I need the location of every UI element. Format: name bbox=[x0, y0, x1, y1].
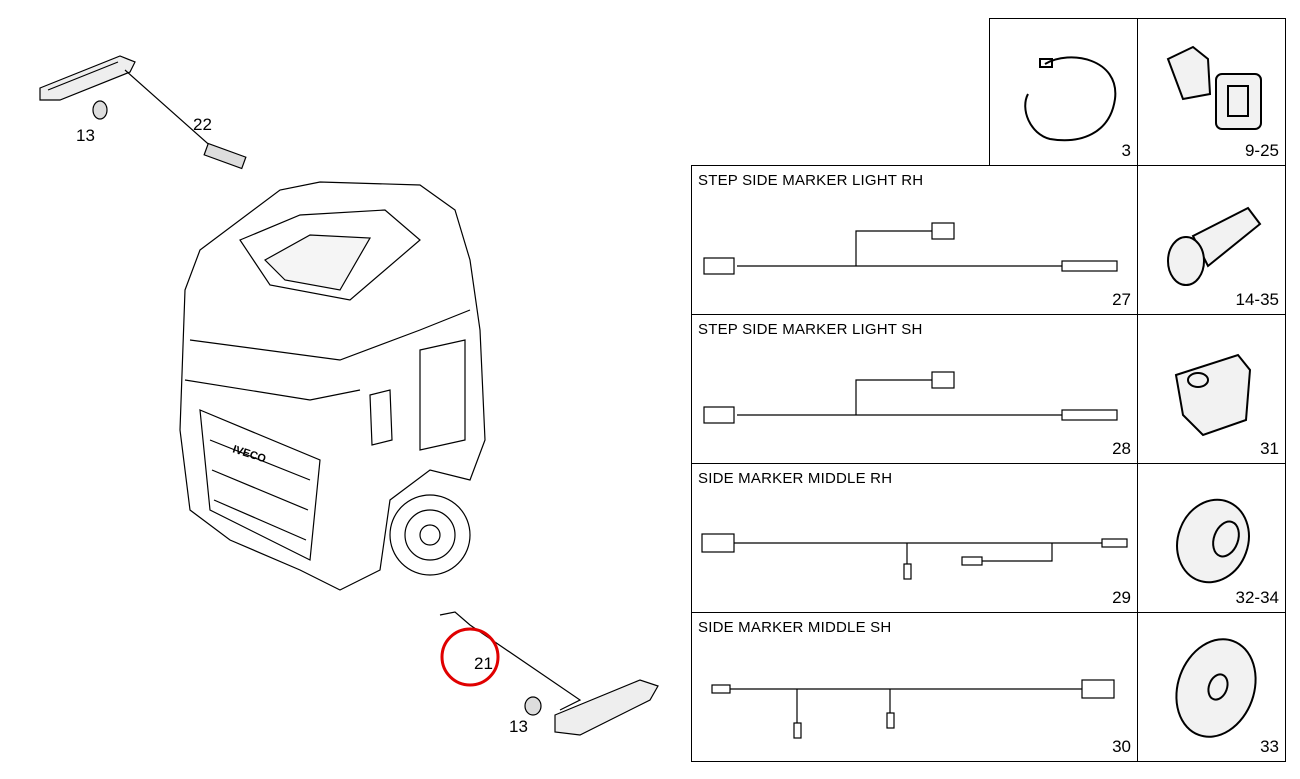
side-marker-light-lower bbox=[439, 611, 659, 736]
part-number: 29 bbox=[1112, 588, 1131, 607]
push-clip-icon bbox=[1166, 45, 1262, 130]
flange-nut-icon bbox=[1176, 498, 1250, 584]
part-cell-33[interactable]: 33 bbox=[1137, 612, 1286, 762]
callout-13-lower[interactable]: 13 bbox=[509, 717, 528, 736]
wiring-harness-icon bbox=[711, 679, 1115, 739]
part-number: 33 bbox=[1260, 737, 1279, 756]
part-cell-31[interactable]: 31 bbox=[1137, 314, 1286, 464]
part-cell-9-25[interactable]: 9-25 bbox=[1137, 18, 1286, 166]
side-marker-light-upper bbox=[39, 55, 247, 170]
torx-bolt-icon bbox=[1167, 206, 1262, 286]
truck-cab-drawing: IVECO bbox=[39, 55, 659, 736]
panel-side-marker-middle-sh[interactable]: SIDE MARKER MIDDLE SH 30 bbox=[691, 612, 1138, 762]
panel-side-marker-middle-rh[interactable]: SIDE MARKER MIDDLE RH 29 bbox=[691, 463, 1138, 613]
part-number: 31 bbox=[1260, 439, 1279, 458]
panel-step-side-marker-light-rh[interactable]: STEP SIDE MARKER LIGHT RH 27 bbox=[691, 165, 1138, 315]
part-number: 28 bbox=[1112, 439, 1131, 458]
part-number: 30 bbox=[1112, 737, 1131, 756]
panel-step-side-marker-light-sh[interactable]: STEP SIDE MARKER LIGHT SH 28 bbox=[691, 314, 1138, 464]
wiring-harness-icon bbox=[703, 222, 1118, 275]
part-number: 27 bbox=[1112, 290, 1131, 309]
panel-title: STEP SIDE MARKER LIGHT RH bbox=[698, 172, 924, 189]
cable-tie-icon bbox=[1024, 56, 1117, 142]
part-number: 9-25 bbox=[1244, 141, 1279, 160]
part-number: 32-34 bbox=[1235, 588, 1279, 607]
callout-21[interactable]: 21 bbox=[474, 654, 493, 673]
part-cell-14-35[interactable]: 14-35 bbox=[1137, 165, 1286, 315]
main-diagram: IVECO 13 22 21 13 bbox=[39, 55, 659, 736]
part-cell-32-34[interactable]: 32-34 bbox=[1137, 463, 1286, 613]
callout-13-upper[interactable]: 13 bbox=[76, 126, 95, 145]
wiring-harness-icon bbox=[703, 371, 1118, 424]
wiring-harness-icon bbox=[701, 533, 1128, 580]
panel-title: SIDE MARKER MIDDLE SH bbox=[698, 619, 892, 636]
highlight-circle bbox=[440, 627, 500, 687]
truck-cab: IVECO bbox=[179, 181, 486, 591]
clip-nut-icon bbox=[1174, 353, 1252, 437]
panel-title: SIDE MARKER MIDDLE RH bbox=[698, 470, 893, 487]
part-number: 3 bbox=[1121, 141, 1131, 160]
part-number: 14-35 bbox=[1235, 290, 1279, 309]
svg-text:IVECO: IVECO bbox=[231, 443, 268, 465]
callout-22[interactable]: 22 bbox=[193, 115, 212, 134]
washer-icon bbox=[1175, 638, 1257, 738]
panel-title: STEP SIDE MARKER LIGHT SH bbox=[698, 321, 923, 338]
part-cell-3[interactable]: 3 bbox=[989, 18, 1138, 166]
